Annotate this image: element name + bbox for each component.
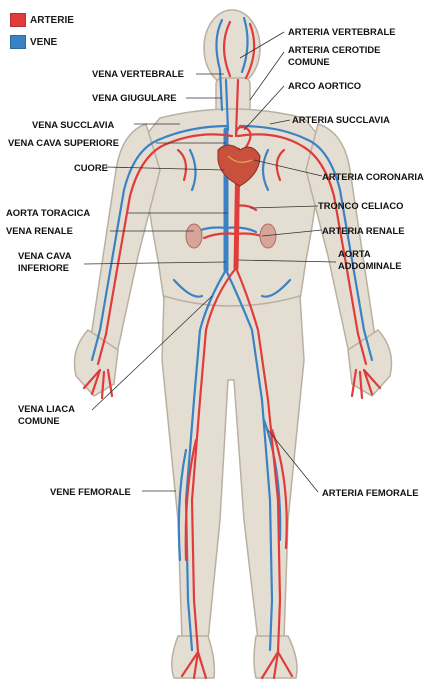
label-arteria-cerotide: ARTERIA CEROTIDE xyxy=(288,44,380,55)
label-vena-renale: VENA RENALE xyxy=(6,225,73,236)
label-arteria-vertebrale: ARTERIA VERTEBRALE xyxy=(288,26,395,37)
label-vena-liaca-2: COMUNE xyxy=(18,415,60,426)
label-arteria-succlavia: ARTERIA SUCCLAVIA xyxy=(292,114,390,125)
label-aorta-addominale-2: ADDOMINALE xyxy=(338,260,402,271)
label-tronco-celiaco: TRONCO CELIACO xyxy=(318,200,403,211)
label-vena-giugulare: VENA GIUGULARE xyxy=(92,92,177,103)
label-aorta-toracica: AORTA TORACICA xyxy=(6,207,90,218)
label-vena-cava-inferiore-2: INFERIORE xyxy=(18,262,69,273)
legend-label-arteries: ARTERIE xyxy=(30,15,74,26)
label-vene-femorale: VENE FEMORALE xyxy=(50,486,131,497)
label-vena-cava-superiore: VENA CAVA SUPERIORE xyxy=(8,137,119,148)
label-vena-liaca: VENA LIACA xyxy=(18,403,75,414)
legend-label-veins: VENE xyxy=(30,37,57,48)
veins-swatch xyxy=(10,35,26,49)
arteries-swatch xyxy=(10,13,26,27)
legend-item-veins: VENE xyxy=(10,34,100,50)
label-arco-aortico: ARCO AORTICO xyxy=(288,80,361,91)
label-arteria-coronaria: ARTERIA CORONARIA xyxy=(322,171,424,182)
label-arteria-femorale: ARTERIA FEMORALE xyxy=(322,487,419,498)
label-arteria-renale: ARTERIA RENALE xyxy=(322,225,404,236)
body-silhouette xyxy=(75,10,392,678)
label-vena-cava-inferiore: VENA CAVA xyxy=(18,250,71,261)
kidney-left xyxy=(186,224,202,248)
legend: ARTERIE VENE xyxy=(10,12,100,56)
label-vena-vertebrale: VENA VERTEBRALE xyxy=(92,68,184,79)
label-cuore: CUORE xyxy=(74,162,108,173)
legend-item-arteries: ARTERIE xyxy=(10,12,100,28)
label-arteria-cerotide-2: COMUNE xyxy=(288,56,330,67)
label-vena-succlavia: VENA SUCCLAVIA xyxy=(32,119,114,130)
label-aorta-addominale: AORTA xyxy=(338,248,371,259)
